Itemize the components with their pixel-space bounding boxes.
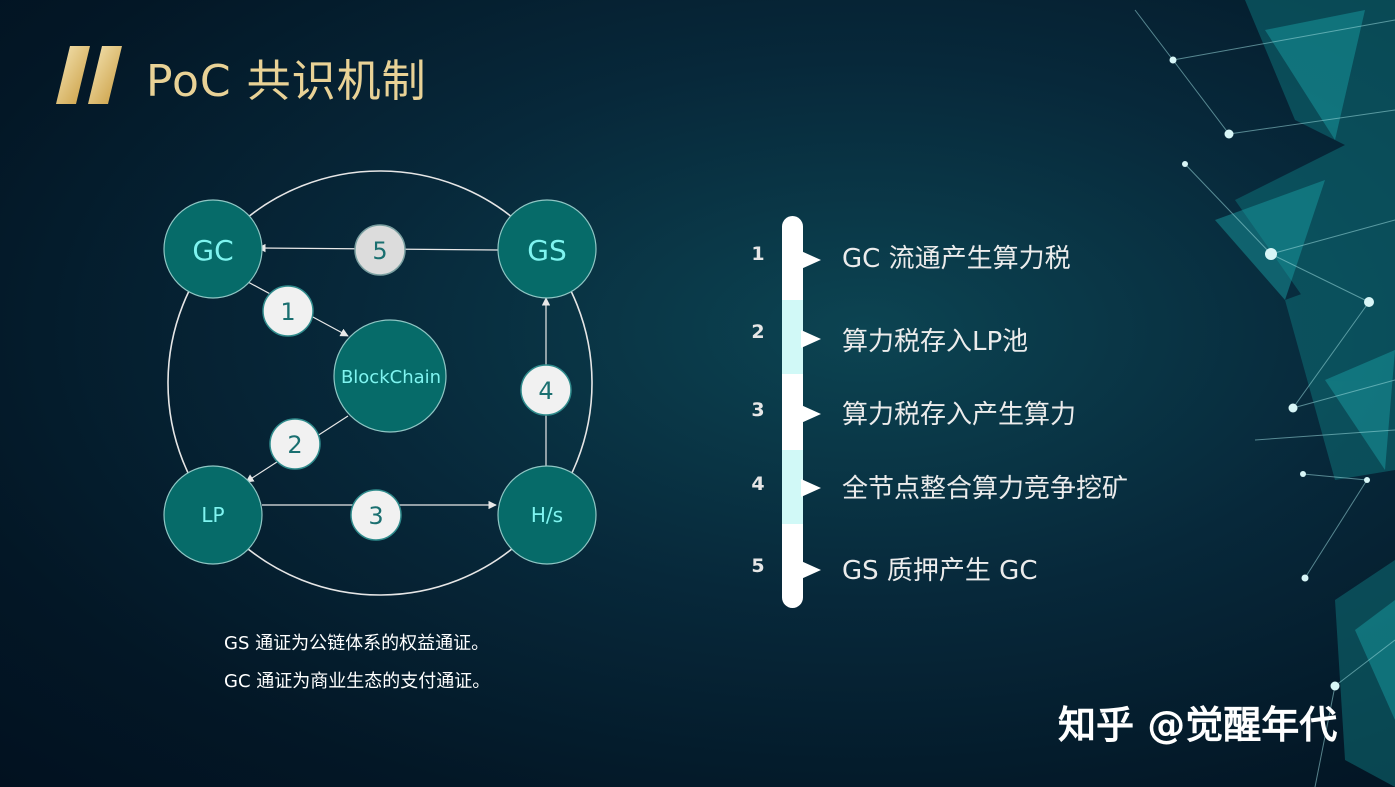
node-lp-label: LP — [201, 503, 224, 527]
step-text-2: 算力税存入LP池 — [842, 327, 1029, 357]
badge-2-label: 2 — [287, 431, 302, 459]
step-pointer-3 — [801, 405, 821, 423]
step-number-1: 1 — [751, 243, 765, 265]
network-decoration-graphic — [1134, 0, 1395, 787]
badge-1-label: 1 — [280, 298, 295, 326]
badge-1: 1 — [262, 285, 314, 337]
step-pointer-2 — [801, 330, 821, 348]
caption-gs: GS 通证为公链体系的权益通证。 — [224, 633, 490, 654]
step-number-4: 4 — [751, 473, 765, 495]
caption-gc: GC 通证为商业生态的支付通证。 — [224, 671, 491, 692]
step-pointer-1 — [801, 251, 821, 269]
badge-5-label: 5 — [372, 237, 387, 265]
step-pointer-4 — [801, 479, 821, 497]
badge-4: 4 — [520, 364, 572, 416]
step-text-5: GS 质押产生 GC — [842, 556, 1038, 586]
node-gs: GS — [497, 199, 597, 299]
badge-5: 5 — [354, 224, 406, 276]
step-text-1: GC 流通产生算力税 — [842, 244, 1071, 274]
node-gc: GC — [163, 199, 263, 299]
timeline-highlight-4 — [782, 450, 803, 524]
steps-timeline-track — [782, 216, 803, 608]
step-text-4: 全节点整合算力竞争挖矿 — [842, 474, 1129, 504]
zhihu-watermark: 知乎 @觉醒年代 — [1058, 703, 1338, 747]
node-gs-label: GS — [527, 234, 566, 267]
step-number-2: 2 — [751, 321, 765, 343]
page-title: PoC 共识机制 — [146, 56, 427, 107]
badge-3-label: 3 — [368, 502, 383, 530]
badge-4-label: 4 — [538, 377, 553, 405]
step-pointer-5 — [801, 561, 821, 579]
step-number-3: 3 — [751, 399, 765, 421]
title-slash-icon — [56, 46, 122, 104]
poc-cycle-diagram: GC GS BlockChain LP H/s 1 2 3 — [163, 170, 597, 596]
node-lp: LP — [163, 465, 263, 565]
badge-2: 2 — [269, 418, 321, 470]
node-blockchain-label: BlockChain — [341, 367, 441, 388]
node-gc-label: GC — [192, 234, 233, 267]
step-text-3: 算力税存入产生算力 — [842, 400, 1077, 430]
node-blockchain: BlockChain — [333, 319, 447, 433]
timeline-highlight-2 — [782, 300, 803, 374]
outer-cycle-ring — [167, 170, 593, 596]
node-hs: H/s — [497, 465, 597, 565]
step-number-5: 5 — [751, 555, 765, 577]
node-hs-label: H/s — [531, 503, 563, 527]
badge-3: 3 — [350, 489, 402, 541]
